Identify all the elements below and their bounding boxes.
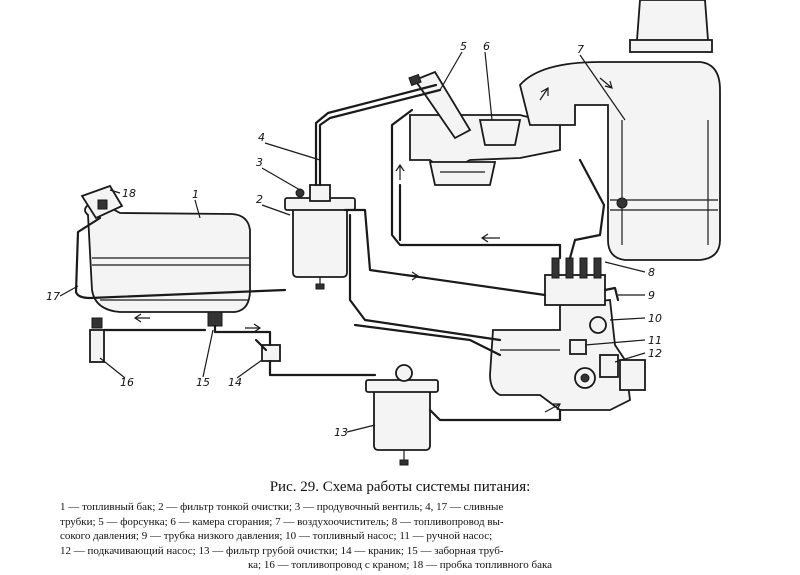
- callout-12: 12: [648, 347, 662, 360]
- callout-6: 6: [483, 40, 490, 53]
- callout-7: 7: [577, 43, 584, 56]
- callout-2: 2: [256, 193, 263, 206]
- legend-line-5: ка; 16 — топливопровод с краном; 18 — пр…: [247, 559, 553, 571]
- legend-line-2: трубки; 5 — форсунка; 6 — камера сгорани…: [60, 515, 504, 528]
- hand-pump: [569, 339, 587, 355]
- callout-1: 1: [192, 188, 199, 201]
- callout-4: 4: [258, 131, 265, 144]
- callout-leaders: [59, 51, 646, 433]
- fuel-tank-cap: [80, 184, 124, 220]
- air-cleaner: [519, 0, 721, 261]
- callout-13: 13: [334, 426, 348, 439]
- legend-line-1: 1 — топливный бак; 2 — фильтр тонкой очи…: [60, 501, 504, 513]
- legend-line-4: 12 — подкачивающий насос; 13 — фильтр гр…: [60, 544, 504, 557]
- callout-3: 3: [256, 156, 263, 169]
- callout-8: 8: [648, 266, 655, 279]
- fine-filter: [284, 197, 356, 290]
- intake-pipe-fitting: [207, 311, 223, 327]
- combustion-chamber: [478, 119, 522, 146]
- callout-9: 9: [648, 289, 655, 302]
- callout-10: 10: [648, 312, 662, 325]
- coarse-filter: [365, 364, 439, 466]
- callout-11: 11: [648, 334, 662, 347]
- injector: [408, 70, 472, 140]
- callout-14: 14: [228, 376, 242, 389]
- callout-18: 18: [122, 187, 136, 200]
- fuel-system-diagram: 1 2 3 4 5 6 7 8 9 10 11 12 13 14 15 16 1…: [46, 0, 721, 466]
- figure-legend: 1 — топливный бак; 2 — фильтр тонкой очи…: [60, 500, 740, 573]
- callout-16: 16: [120, 376, 134, 389]
- fuel-pump: [489, 257, 646, 411]
- callout-17: 17: [46, 290, 60, 303]
- feed-pump: [599, 354, 619, 378]
- fuel-tank: [84, 198, 251, 313]
- fuel-tap: [254, 338, 281, 362]
- callout-5: 5: [460, 40, 467, 53]
- flow-arrows: [133, 77, 613, 413]
- figure-caption: Рис. 29. Схема работы системы питания:: [269, 479, 531, 495]
- callout-numbers: 1 2 3 4 5 6 7 8 9 10 11 12 13 14 15 16 1…: [46, 40, 662, 439]
- callout-15: 15: [196, 376, 210, 389]
- fuel-lines: [74, 83, 620, 422]
- legend-line-3: сокого давления; 9 — трубка низкого давл…: [60, 530, 493, 542]
- drain-pipe-tap: [89, 317, 105, 363]
